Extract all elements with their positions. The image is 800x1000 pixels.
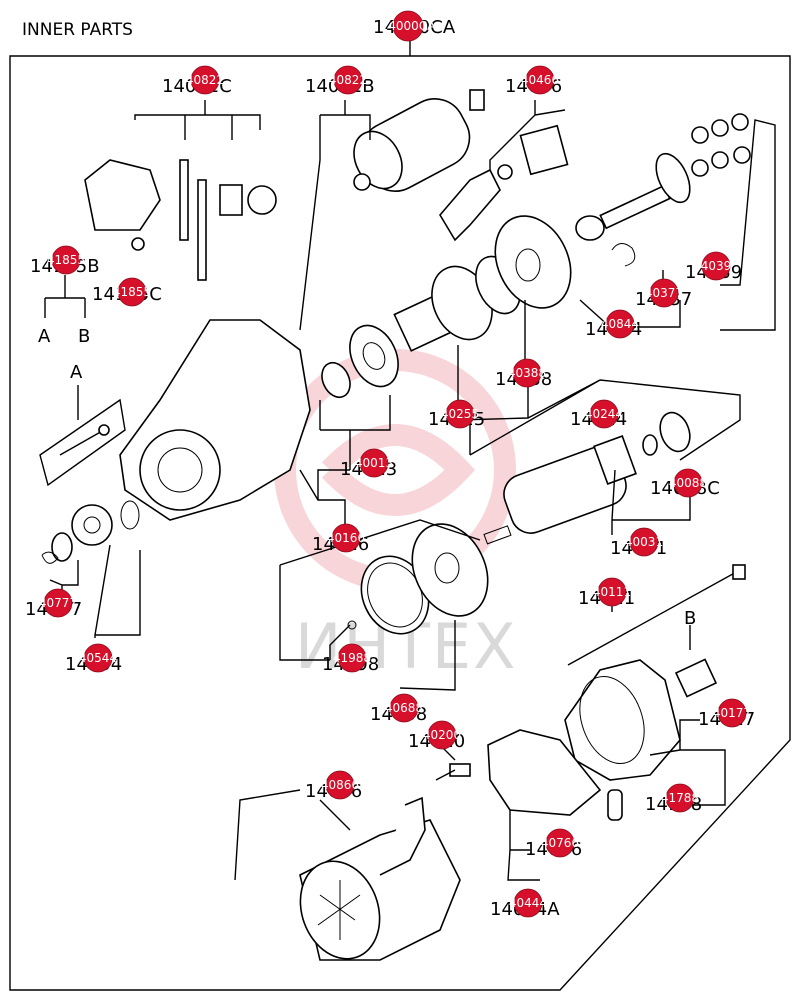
pinion-14054 xyxy=(41,500,140,564)
label-14037[interactable]: 14037 40377 xyxy=(635,278,692,310)
label-14039[interactable]: 14039 4039 xyxy=(685,251,742,283)
svg-text:41988: 41988 xyxy=(333,651,371,665)
frame xyxy=(9,40,791,991)
label-14020[interactable]: 14020 40200 xyxy=(408,720,465,752)
svg-text:40088: 40088 xyxy=(669,476,707,490)
gear-shaft-14025 xyxy=(393,255,521,352)
leader-lines xyxy=(44,100,776,881)
svg-text:40031: 40031 xyxy=(625,535,663,549)
ref-a-label: A xyxy=(38,326,51,347)
label-14046[interactable]: 14046 40466 xyxy=(505,65,562,97)
svg-text:40166: 40166 xyxy=(327,531,365,545)
label-14185C[interactable]: 14185C 41855 xyxy=(92,277,162,307)
label-14025[interactable]: 14025 40255 xyxy=(428,399,485,430)
label-14082C[interactable]: 14082C 40822 xyxy=(162,65,232,97)
label-14008C[interactable]: 14008C 40088 xyxy=(650,468,720,499)
svg-text:40388: 40388 xyxy=(508,366,546,380)
lever-assembly xyxy=(439,124,569,242)
label-14017[interactable]: 14017 40177 xyxy=(698,698,755,730)
center-bracket-14038 xyxy=(494,215,572,309)
label-14178[interactable]: 14178 41788 xyxy=(645,783,702,815)
svg-text:40244: 40244 xyxy=(585,407,623,421)
svg-text:40013: 40013 xyxy=(355,456,393,470)
svg-text:40822: 40822 xyxy=(186,73,224,87)
pin-root[interactable]: 14000CA xyxy=(381,10,437,42)
rear-cover-14017 xyxy=(564,658,718,821)
label-14038[interactable]: 14038 40388 xyxy=(495,358,552,390)
ref-b-detail-label: B xyxy=(684,608,696,629)
svg-text:41788: 41788 xyxy=(661,791,699,805)
svg-text:40466: 40466 xyxy=(521,73,559,87)
label-14031[interactable]: 14031 40031 xyxy=(610,527,667,559)
svg-text:40111: 40111 xyxy=(593,585,631,599)
ref-a-detail-label: A xyxy=(70,362,83,383)
svg-text:40688: 40688 xyxy=(385,701,423,715)
svg-text:40844: 40844 xyxy=(601,317,639,331)
bearings-14013 xyxy=(321,324,399,399)
label-14054[interactable]: 14054 40544 xyxy=(65,643,122,675)
label-14013[interactable]: 14013 40013 xyxy=(340,448,397,480)
label-14044A[interactable]: 14044A 40444 xyxy=(490,888,560,920)
seal-rings-14068 xyxy=(347,523,489,635)
svg-text:40177: 40177 xyxy=(713,706,751,720)
label-14011[interactable]: 14011 40111 xyxy=(578,577,635,609)
diagram-title: INNER PARTS xyxy=(22,20,133,40)
label-14084[interactable]: 14084 40844 xyxy=(585,309,642,340)
label-14024[interactable]: 14024 40244 xyxy=(570,399,627,430)
solenoid-switch xyxy=(353,89,485,192)
ref-b-label: B xyxy=(78,326,90,347)
label-14082B[interactable]: 14082B 40822 xyxy=(305,65,375,97)
svg-text:40377: 40377 xyxy=(645,286,683,300)
label-14086[interactable]: 14086 40866 xyxy=(305,770,362,802)
label-14076[interactable]: 14076 40766 xyxy=(525,828,582,860)
planetary-gears-14039 xyxy=(691,113,751,177)
svg-text:41855: 41855 xyxy=(47,253,85,267)
svg-text:40777: 40777 xyxy=(39,596,77,610)
clutch-shaft xyxy=(575,152,691,267)
yoke-14086 xyxy=(299,796,461,961)
front-housing xyxy=(119,319,311,521)
svg-text:40544: 40544 xyxy=(79,651,117,665)
svg-text:14000CA: 14000CA xyxy=(381,19,437,33)
svg-text:40866: 40866 xyxy=(321,778,359,792)
svg-text:40822: 40822 xyxy=(329,73,367,87)
svg-text:40200: 40200 xyxy=(423,728,461,742)
through-bolt-14011 xyxy=(567,564,746,666)
svg-text:40766: 40766 xyxy=(541,836,579,850)
ref-a-bolt xyxy=(39,398,126,487)
svg-text:41855: 41855 xyxy=(113,285,151,299)
armature-14031 xyxy=(483,411,691,545)
svg-text:40444: 40444 xyxy=(509,896,547,910)
terminal-kit-14082C xyxy=(84,159,277,281)
label-14068[interactable]: 14068 40688 xyxy=(370,693,427,725)
brush-holder-14044A xyxy=(435,729,602,816)
label-14016[interactable]: 14016 40166 xyxy=(312,523,369,555)
label-14185B[interactable]: 14185B 41855 xyxy=(30,245,100,277)
svg-text:4039: 4039 xyxy=(701,259,732,273)
svg-text:40255: 40255 xyxy=(441,407,479,421)
